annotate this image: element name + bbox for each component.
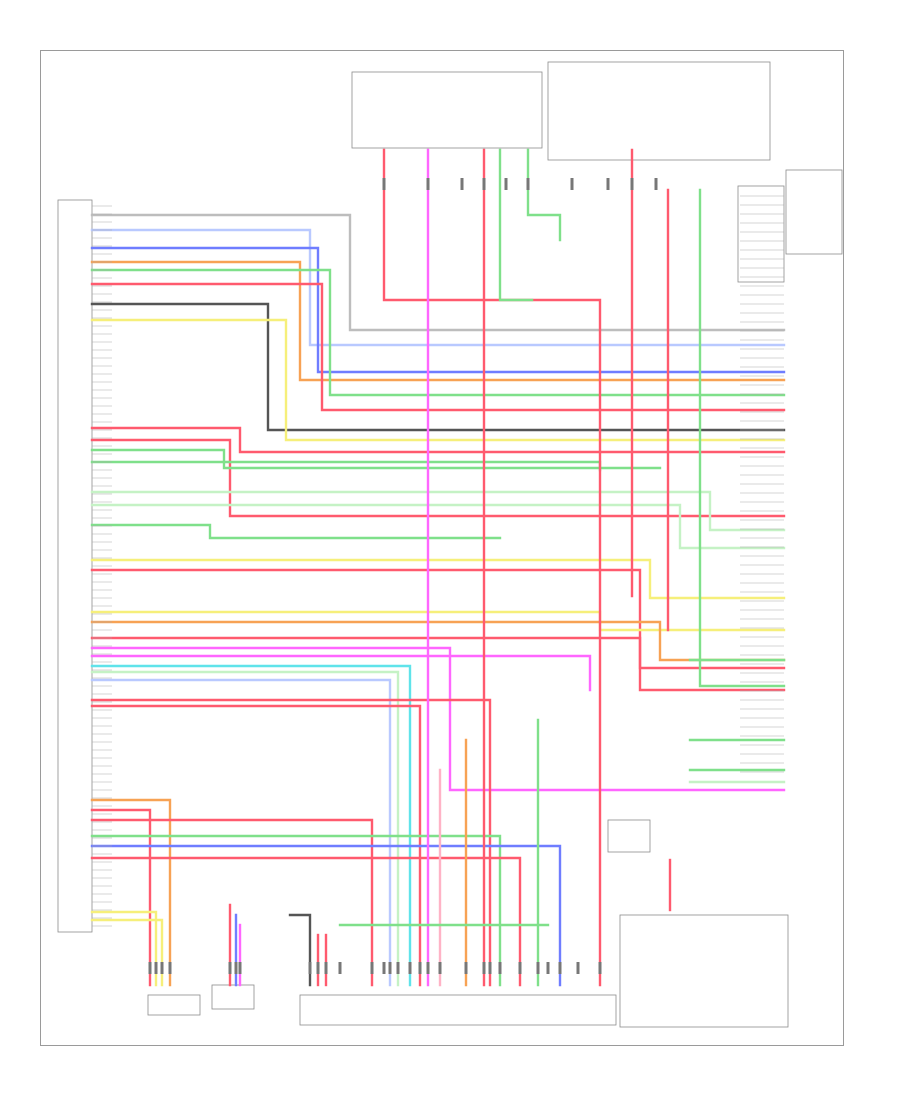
wire-yellow <box>90 318 786 442</box>
wire-red <box>90 808 152 987</box>
connector-pin <box>654 178 658 190</box>
connector-pin <box>396 962 400 974</box>
wire-green <box>90 268 786 397</box>
connector-pin <box>498 962 502 974</box>
wire-blue <box>90 844 562 987</box>
component-box <box>299 994 617 1026</box>
connector-pin <box>426 962 430 974</box>
component-box <box>619 914 789 1028</box>
connector-pin <box>460 178 464 190</box>
wire-green <box>90 834 502 987</box>
connector-pin <box>154 962 158 974</box>
connector-pin <box>536 962 540 974</box>
connector-pin <box>598 962 602 974</box>
connector-pin <box>504 178 508 190</box>
connector-pin <box>576 962 580 974</box>
wire-red <box>90 636 786 670</box>
wire-orange <box>90 798 172 987</box>
wire-lightgreen <box>90 670 400 987</box>
connector-pins <box>148 178 658 974</box>
connector-pin <box>606 178 610 190</box>
wire-orange <box>90 260 786 382</box>
connector-pin <box>488 962 492 974</box>
wire-red <box>382 148 602 987</box>
wire-red <box>90 426 786 454</box>
wire-dark <box>90 302 786 432</box>
wire-harness <box>90 148 786 987</box>
connector-pin <box>526 178 530 190</box>
connector-pin <box>464 962 468 974</box>
component-box <box>547 61 771 161</box>
connector-pin <box>316 962 320 974</box>
wire-red <box>90 856 522 987</box>
wire-yellow <box>90 558 786 600</box>
connector-pin <box>324 962 328 974</box>
wire-red <box>90 818 374 987</box>
wire-red <box>90 438 786 518</box>
diagram-frame <box>40 50 844 1046</box>
wire-green <box>90 523 502 540</box>
wire-green <box>698 188 786 688</box>
wire-dark <box>288 913 312 987</box>
component-box <box>211 984 255 1010</box>
connector-pin <box>418 962 422 974</box>
component-box <box>737 185 785 283</box>
connector-pin <box>382 178 386 190</box>
component-box <box>607 819 651 853</box>
connector-pin <box>234 962 238 974</box>
connector-pin <box>482 178 486 190</box>
connector-pin <box>546 962 550 974</box>
wire-magenta <box>90 646 786 792</box>
connector-pin <box>382 962 386 974</box>
wire-blue <box>90 246 786 374</box>
wire-magenta <box>90 654 592 692</box>
connector-pin <box>570 178 574 190</box>
wire-orange <box>90 620 786 662</box>
component-box <box>147 994 201 1016</box>
component-box <box>785 169 843 255</box>
connector-pin <box>482 962 486 974</box>
wire-lightblue <box>90 228 786 347</box>
wire-yellow <box>90 910 158 987</box>
connector-pin <box>160 962 164 974</box>
wire-lightblue <box>90 678 392 987</box>
connector-pin <box>408 962 412 974</box>
connector-pin <box>558 962 562 974</box>
connector-pin <box>630 178 634 190</box>
wire-yellow <box>90 918 164 987</box>
connector-pin <box>518 962 522 974</box>
connector-pin <box>238 962 242 974</box>
connector-pin <box>228 962 232 974</box>
connector-pin <box>438 962 442 974</box>
connector-pin <box>168 962 172 974</box>
wire-green <box>90 448 662 470</box>
wire-green <box>526 148 562 242</box>
connector-pin <box>388 962 392 974</box>
connector-pin <box>370 962 374 974</box>
component-box <box>57 199 93 933</box>
wire-red <box>90 282 786 412</box>
component-box <box>351 71 543 149</box>
pin-label-ticks <box>92 195 784 927</box>
connector-pin <box>338 962 342 974</box>
connector-pin <box>148 962 152 974</box>
wire-green <box>498 148 534 302</box>
connector-pin <box>308 962 312 974</box>
connector-pin <box>426 178 430 190</box>
wire-gray <box>90 213 786 332</box>
wire-lightgreen <box>90 503 786 550</box>
wire-lightgreen <box>90 490 786 532</box>
component-outlines <box>57 61 843 1028</box>
wire-cyan <box>90 664 412 987</box>
wire-red <box>90 698 492 987</box>
wire-red <box>90 704 422 987</box>
